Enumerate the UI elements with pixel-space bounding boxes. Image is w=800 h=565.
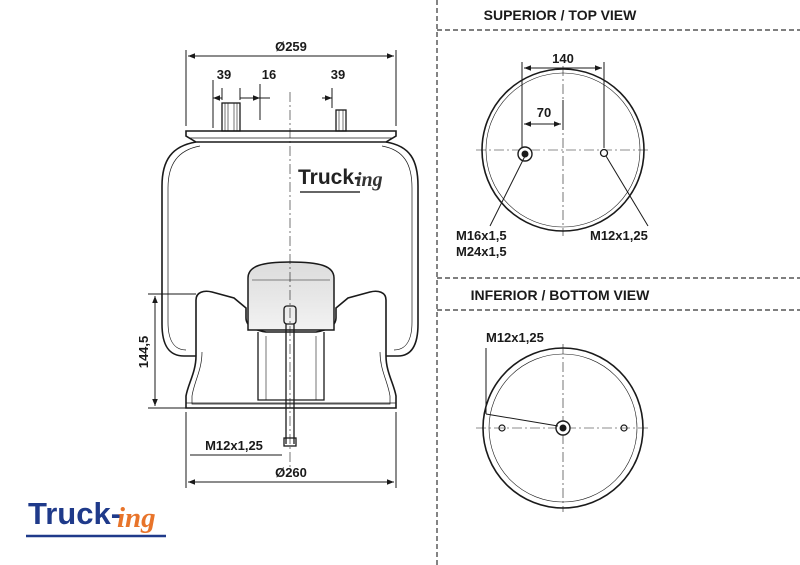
dim-bottom-diameter: [185, 412, 397, 488]
svg-text:ing: ing: [117, 502, 156, 534]
dim-stud-offsets: [212, 80, 333, 128]
svg-text:Truck-: Truck-: [298, 166, 361, 189]
bottom-thread-label: M12x1,25: [486, 330, 544, 345]
bottom-thread-label: M12x1,25: [205, 438, 263, 453]
top-thread-left-1: M16x1,5: [456, 228, 507, 243]
svg-text:ing: ing: [356, 169, 383, 191]
top-view-title: SUPERIOR / TOP VIEW: [484, 7, 638, 23]
bottom-hole-left: [498, 424, 506, 432]
top-width-label: 140: [552, 51, 574, 66]
bellows-logo: Truck- ing: [298, 166, 383, 193]
stud-offset-left-label: 39: [217, 67, 231, 82]
stud-offset-right-label: 39: [331, 67, 345, 82]
dim-height: [148, 293, 196, 409]
side-view: Ø259 39 16 39 144,5 M12x1,25: [136, 39, 419, 488]
height-label: 144,5: [136, 336, 151, 369]
bottom-center-stud: [555, 420, 571, 436]
stud-right: [335, 109, 347, 132]
top-view: SUPERIOR / TOP VIEW 140 70 M: [456, 7, 650, 259]
svg-text:Truck-: Truck-: [28, 496, 121, 531]
stud-width-label: 16: [262, 67, 276, 82]
bottom-hole-right: [620, 424, 628, 432]
top-leaders: [489, 155, 649, 227]
top-plate: [185, 130, 397, 143]
top-thread-right: M12x1,25: [590, 228, 648, 243]
piston: [185, 290, 397, 409]
stud-left: [221, 102, 241, 132]
dim-top-diameter: [185, 50, 397, 126]
brand-logo: Truck- ing: [26, 496, 166, 538]
dim-top-offset: [524, 100, 564, 130]
top-thread-left-2: M24x1,5: [456, 244, 507, 259]
piston-shaft: [257, 305, 325, 447]
bottom-view-title: INFERIOR / BOTTOM VIEW: [471, 287, 650, 303]
bottom-leader: [485, 348, 559, 427]
dim-top-width: [521, 62, 605, 148]
bottom-diameter-label: Ø260: [275, 465, 307, 480]
view-dividers: [436, 0, 800, 565]
bottom-view: INFERIOR / BOTTOM VIEW M12x1,25: [471, 287, 650, 512]
top-stud-right: [599, 148, 609, 158]
bumper-dome: [247, 261, 335, 331]
top-offset-label: 70: [537, 105, 551, 120]
top-diameter-label: Ø259: [275, 39, 307, 54]
bellows: [161, 141, 419, 357]
top-stud-left: [517, 146, 533, 162]
